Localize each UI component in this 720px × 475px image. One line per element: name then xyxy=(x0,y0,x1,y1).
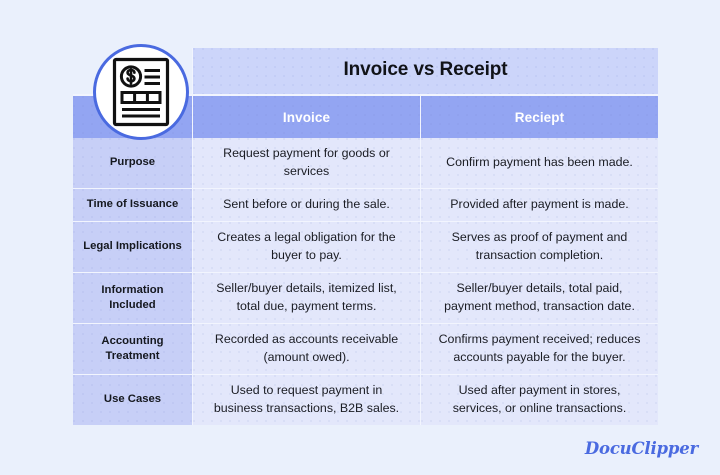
table-body: Purpose Request payment for goods or ser… xyxy=(73,138,658,425)
row-title: Invoice vs Receipt xyxy=(73,48,658,94)
row-label-information-included: Information Included xyxy=(73,272,192,323)
table-row: Legal Implications Creates a legal oblig… xyxy=(73,221,658,273)
invoice-vs-receipt-table: Invoice vs Receipt Invoice Reciept Purpo… xyxy=(73,48,658,425)
cell-receipt-accounting-treatment: Confirms payment received; reduces accou… xyxy=(420,322,658,374)
row-label-purpose: Purpose xyxy=(73,138,192,188)
row-label-time-of-issuance: Time of Issuance xyxy=(73,187,192,222)
row-label-legal-implications: Legal Implications xyxy=(73,221,192,273)
comparison-table-container: Invoice vs Receipt Invoice Reciept Purpo… xyxy=(73,48,658,425)
cell-invoice-legal-implications: Creates a legal obligation for the buyer… xyxy=(192,221,420,273)
cell-receipt-legal-implications: Serves as proof of payment and transacti… xyxy=(420,221,658,273)
invoice-document-icon xyxy=(93,44,189,140)
column-header-invoice: Invoice xyxy=(192,94,420,138)
cell-invoice-time-of-issuance: Sent before or during the sale. xyxy=(192,187,420,222)
cell-invoice-use-cases: Used to request payment in business tran… xyxy=(192,373,420,425)
brand-logo: DocuClipper xyxy=(584,439,698,458)
cell-receipt-time-of-issuance: Provided after payment is made. xyxy=(420,187,658,222)
row-label-accounting-treatment: Accounting Treatment xyxy=(73,322,192,374)
table-row: Time of Issuance Sent before or during t… xyxy=(73,187,658,222)
table-row: Accounting Treatment Recorded as account… xyxy=(73,322,658,374)
table-row: Information Included Seller/buyer detail… xyxy=(73,272,658,323)
row-label-use-cases: Use Cases xyxy=(73,373,192,425)
table-row: Purpose Request payment for goods or ser… xyxy=(73,138,658,188)
cell-invoice-information-included: Seller/buyer details, itemized list, tot… xyxy=(192,272,420,323)
table-title: Invoice vs Receipt xyxy=(192,48,658,94)
cell-invoice-accounting-treatment: Recorded as accounts receivable (amount … xyxy=(192,322,420,374)
cell-receipt-information-included: Seller/buyer details, total paid, paymen… xyxy=(420,272,658,323)
table-row: Use Cases Used to request payment in bus… xyxy=(73,373,658,425)
cell-receipt-use-cases: Used after payment in stores, services, … xyxy=(420,373,658,425)
cell-receipt-purpose: Confirm payment has been made. xyxy=(420,138,658,188)
column-header-receipt: Reciept xyxy=(420,94,658,138)
cell-invoice-purpose: Request payment for goods or services xyxy=(192,138,420,188)
